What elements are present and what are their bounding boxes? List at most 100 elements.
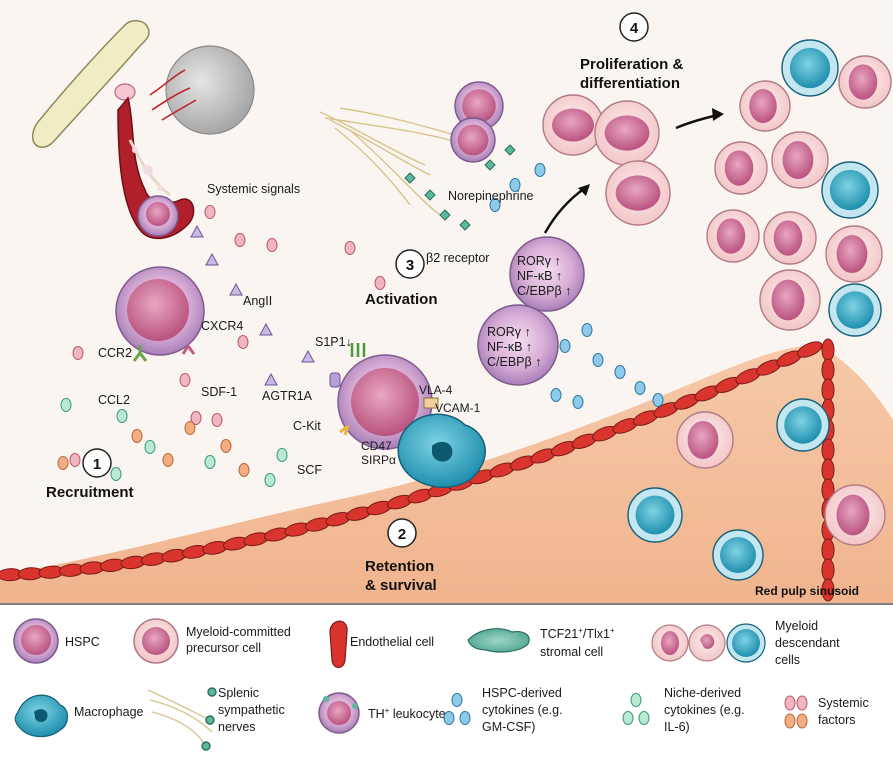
legend-niche-cytokine-label-line2: cytokines (e.g. — [664, 703, 745, 717]
systemic-factor-molecule — [344, 241, 356, 255]
macrophage-cell — [397, 413, 486, 489]
precursor-cell — [594, 100, 660, 166]
endothelial-cell — [821, 358, 835, 382]
legend-nerve-icon — [147, 687, 217, 751]
descendant-cell — [825, 225, 883, 283]
label-red-pulp-sinusoid: Red pulp sinusoid — [755, 584, 859, 598]
legend-nerve-label-line1: Splenic — [218, 686, 259, 700]
legend-niche-cytokine-label-line3: IL-6) — [664, 720, 690, 734]
norepinephrine-molecule — [424, 189, 436, 201]
differentiation-arrows — [543, 108, 724, 234]
legend-descendant-label-line3: cells — [775, 653, 800, 667]
systemic-factor-molecule — [57, 456, 69, 470]
svg-text:1: 1 — [93, 456, 101, 473]
myeloid-precursor-group — [450, 81, 671, 226]
angii-molecule — [301, 349, 315, 363]
hspc-cytokine-molecule — [559, 339, 571, 353]
label-upper-nfkb: NF-κB ↑ — [517, 269, 562, 283]
legend-systemic-factor-label-line2: factors — [818, 713, 856, 727]
descendant-cell — [739, 80, 791, 132]
legend-niche-cytokine-icon — [622, 693, 650, 725]
hspc-activated-lower — [477, 304, 559, 386]
step-proliferation-title-line1: Proliferation & — [580, 56, 684, 73]
label-upper-rory: RORγ ↑ — [517, 254, 561, 268]
descendant-cell — [781, 39, 839, 97]
legend-endothelial-label: Endothelial cell — [350, 635, 434, 649]
endothelial-cell — [821, 558, 835, 582]
endothelial-cell — [821, 338, 835, 362]
legend-hspc-cytokine-label-line1: HSPC-derived — [482, 686, 562, 700]
systemic-factor-molecule — [184, 421, 196, 435]
descendant-cell — [763, 211, 817, 265]
hspc-cytokine-molecule — [581, 323, 593, 337]
legend-systemic-factor-icon — [784, 695, 808, 729]
ccr2-receptor — [132, 345, 148, 362]
hspc-activated-upper — [509, 236, 585, 312]
precursor-cell — [454, 81, 504, 131]
label-cd47: CD47 — [361, 439, 392, 453]
myeloid-descendant-group — [627, 39, 892, 581]
ckit-receptor — [339, 424, 350, 436]
label-systemic-signals: Systemic signals — [207, 182, 300, 196]
precursor-cell — [450, 117, 496, 163]
step-recruitment-title: Recruitment — [46, 484, 134, 501]
legend-nerve-label-line3: nerves — [218, 720, 256, 734]
niche-cytokine-molecule — [264, 473, 276, 487]
norepinephrine-molecule — [459, 219, 471, 231]
legend-stromal-label-line1: TCF21+/Tlx1+ — [540, 626, 615, 641]
legend-th-leukocyte-icon — [318, 692, 360, 734]
bone-illustration — [31, 20, 150, 148]
systemic-factor-molecule — [266, 238, 278, 252]
norepinephrine-molecule — [404, 172, 416, 184]
systemic-factor-molecule — [237, 335, 249, 349]
endothelial-cell — [821, 458, 835, 482]
niche-cytokine-molecule — [60, 398, 72, 412]
niche-cytokine-molecule — [204, 455, 216, 469]
legend-niche-cytokine-label-line1: Niche-derived — [664, 686, 741, 700]
svg-text:2: 2 — [398, 526, 406, 543]
angii-molecule — [205, 252, 219, 266]
hspc-cytokine-molecule — [550, 388, 562, 402]
hspc-recruited — [115, 266, 205, 356]
label-lower-cebpb: C/EBPβ ↑ — [487, 355, 541, 369]
systemic-factor-molecule — [72, 346, 84, 360]
descendant-cell — [828, 283, 882, 337]
legend-systemic-factor-label-line1: Systemic — [818, 696, 869, 710]
legend-precursor-label-line1: Myeloid-committed — [186, 625, 291, 639]
norepinephrine-molecule — [439, 209, 451, 221]
legend-descendant-label-line1: Myeloid — [775, 619, 818, 633]
descendant-cell — [838, 55, 892, 109]
hspc-cytokine-molecule — [592, 353, 604, 367]
precursor-cell — [542, 94, 604, 156]
niche-cytokine-molecule — [144, 440, 156, 454]
step-proliferation-title-line2: differentiation — [580, 75, 680, 92]
label-b2-receptor: β2 receptor — [426, 251, 489, 265]
systemic-factor-molecule — [179, 373, 191, 387]
endothelial-cell — [821, 378, 835, 402]
descendant-cell — [714, 141, 768, 195]
legend-endothelial-icon — [329, 620, 348, 669]
descendant-cell — [821, 161, 879, 219]
legend-hspc-label: HSPC — [65, 635, 100, 649]
angii-molecule — [264, 372, 278, 386]
label-lower-rory: RORγ ↑ — [487, 325, 531, 339]
hspc-cytokine-molecule — [614, 365, 626, 379]
endothelial-cell — [796, 341, 823, 358]
legend-hspc-cytokine-icon — [443, 693, 471, 725]
label-upper-cebpb: C/EBPβ ↑ — [517, 284, 571, 298]
bone-marrow-vessel — [117, 96, 195, 240]
descendant-cell — [776, 398, 830, 452]
systemic-factor-molecule — [162, 453, 174, 467]
step-retention-title-line1: Retention — [365, 558, 434, 575]
legend-precursor-label-line2: precursor cell — [186, 641, 261, 655]
systemic-factor-molecule — [211, 413, 223, 427]
descendant-cell — [627, 487, 683, 543]
angii-molecule — [229, 282, 243, 296]
endothelial-cell — [821, 578, 835, 602]
legend: HSPC Myeloid-committed precursor cell En… — [13, 618, 869, 751]
hspc-cytokine-molecule — [509, 178, 521, 192]
step-retention-title-line2: & survival — [365, 577, 437, 594]
cytokine-molecules — [57, 144, 664, 487]
legend-hspc-icon — [13, 618, 59, 664]
